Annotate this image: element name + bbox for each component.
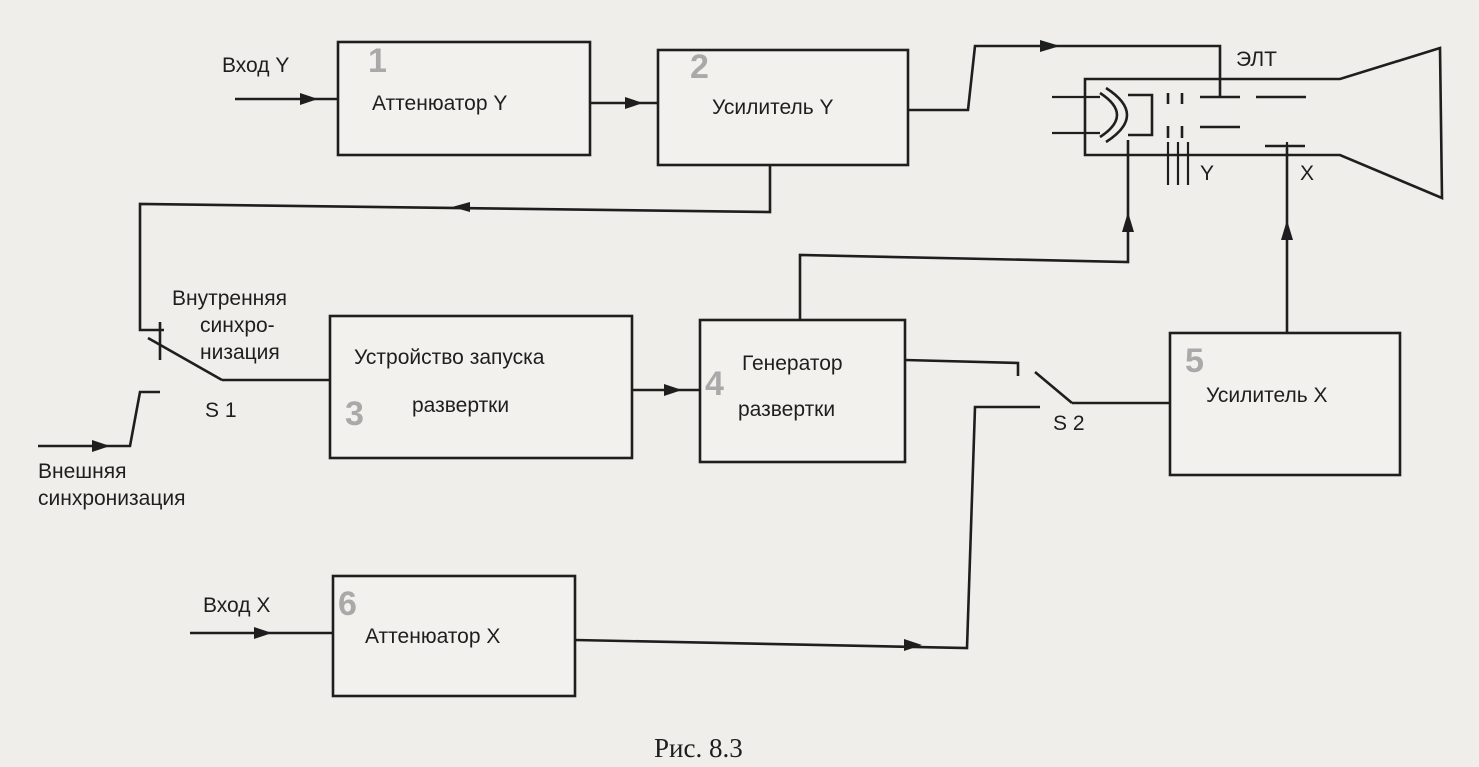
wire-sweep-to-s2 — [904, 358, 1020, 376]
block-number-1: 1 — [368, 42, 387, 80]
wire-external-sync — [38, 390, 160, 448]
arrow-input-x — [254, 627, 272, 639]
crt-y-plates-label: Y — [1200, 162, 1214, 185]
input-x-label: Вход X — [203, 594, 270, 617]
amplifier-y-label: Усилитель Y — [712, 96, 834, 119]
trigger-block — [328, 314, 634, 460]
crt-tube — [1052, 46, 1444, 200]
arrow-att-y-to-amp-y — [625, 97, 643, 109]
external-sync-label-1: Внешняя — [38, 460, 126, 483]
trigger-label-line2: развертки — [412, 394, 509, 417]
wire-amp-y-to-crt — [908, 44, 1222, 112]
internal-sync-label-2: синхро- — [200, 314, 275, 337]
sweep-generator-block — [698, 318, 907, 464]
wire-internal-sync — [138, 165, 772, 332]
arrow-input-y — [300, 93, 318, 105]
internal-sync-label-1: Внутренняя — [172, 287, 287, 310]
block-number-6: 6 — [338, 585, 357, 623]
attenuator-x-label: Аттенюатор X — [365, 625, 500, 648]
crt-x-plates-label: X — [1300, 162, 1314, 185]
trigger-label-line1: Устройство запуска — [354, 346, 545, 369]
switch-s1-arm — [147, 336, 223, 382]
attenuator-y-label: Аттенюатор Y — [372, 92, 507, 115]
external-sync-label-2: синхронизация — [38, 487, 185, 510]
crt-label: ЭЛТ — [1236, 48, 1277, 71]
arrow-sweep-to-crt — [1122, 212, 1134, 232]
arrow-internal-sync — [452, 202, 470, 212]
block-number-2: 2 — [690, 48, 709, 86]
input-y-label: Вход Y — [222, 54, 289, 77]
block-number-3: 3 — [345, 395, 364, 433]
switch-s2-label: S 2 — [1053, 412, 1085, 435]
attenuator-x-block — [331, 574, 577, 698]
arrow-external-sync — [92, 440, 110, 452]
arrow-amp-x-to-crt — [1281, 220, 1293, 240]
wire-sweep-to-crt — [798, 140, 1130, 320]
switch-s1-label: S 1 — [205, 399, 237, 422]
sweep-generator-label-line1: Генератор — [742, 352, 843, 375]
arrow-trigger-to-sweep — [664, 384, 682, 396]
attenuator-y-block — [336, 40, 592, 157]
wire-att-x-to-s2 — [574, 405, 1040, 650]
amplifier-x-label: Усилитель X — [1206, 384, 1328, 407]
amplifier-x-block — [1168, 331, 1402, 477]
sweep-generator-label-line2: развертки — [738, 398, 835, 421]
figure-caption: Рис. 8.3 — [654, 733, 743, 763]
arrow-att-x-to-s2 — [904, 639, 922, 651]
block-number-4: 4 — [705, 365, 724, 403]
switch-s2-arm — [1034, 371, 1073, 404]
internal-sync-label-3: низация — [200, 341, 280, 364]
block-number-5: 5 — [1185, 342, 1204, 380]
arrow-amp-y-to-crt — [1040, 40, 1060, 52]
amplifier-y-block — [656, 48, 910, 167]
